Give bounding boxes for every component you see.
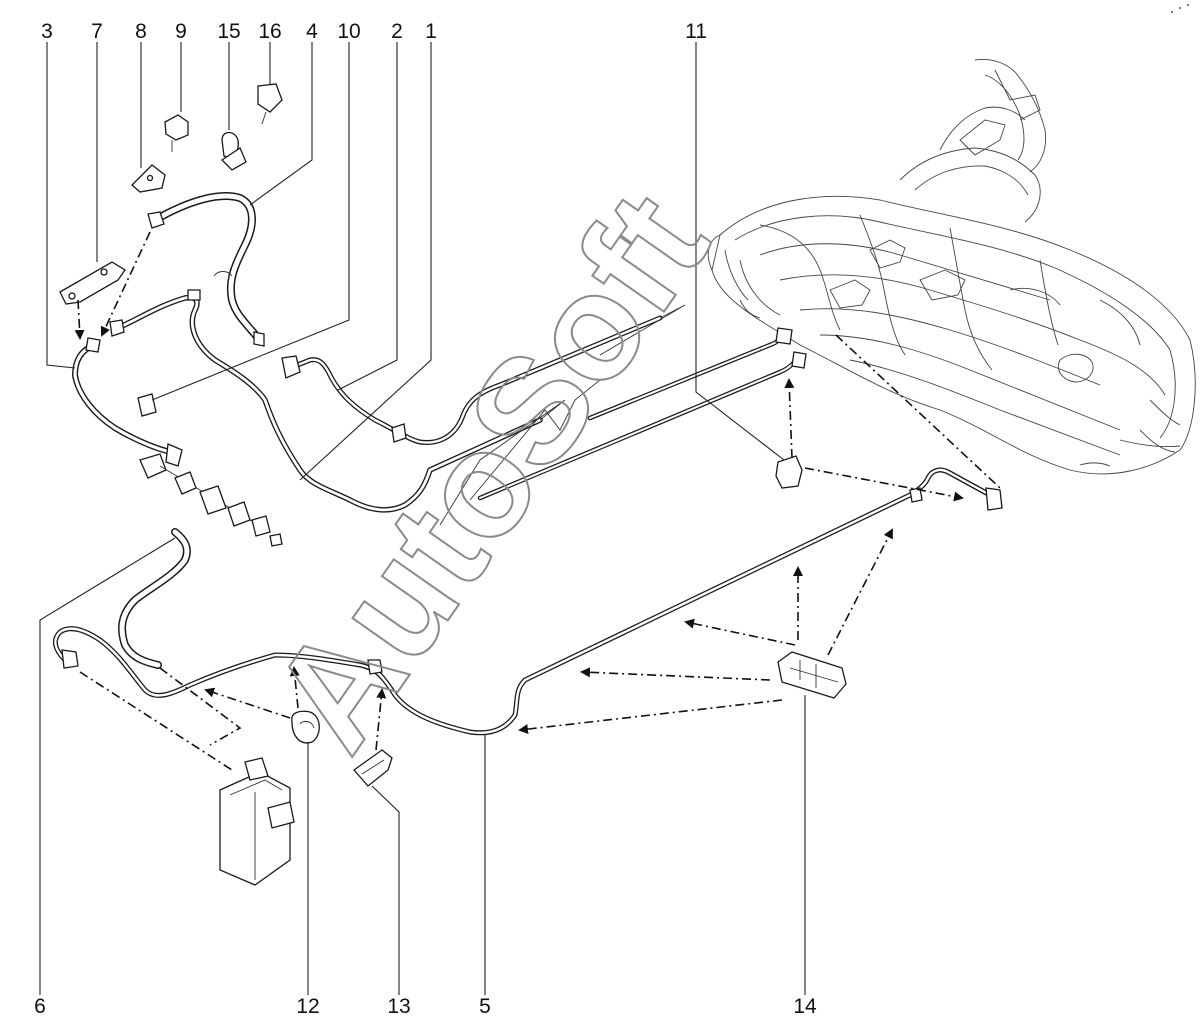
callout-1: 1 <box>425 20 437 43</box>
watermark: AutoSoft <box>238 162 741 779</box>
part-8-bracket <box>131 164 166 193</box>
pipe-break-symbols <box>439 304 686 526</box>
pipe-11 <box>477 327 807 501</box>
part-16-connector <box>257 83 283 125</box>
part-15-clip <box>220 131 247 171</box>
callout-3: 3 <box>41 20 53 43</box>
pipe-3 <box>72 337 183 467</box>
pipe-5 <box>52 467 1003 736</box>
callout-6: 6 <box>34 995 46 1018</box>
part-11-clip <box>775 455 803 489</box>
callout-11: 11 <box>685 20 707 43</box>
part-13-clip-block <box>353 749 393 787</box>
callout-13: 13 <box>387 995 410 1018</box>
part-7-bracket <box>59 261 126 305</box>
part-9-clip <box>164 114 189 152</box>
callout-15: 15 <box>217 20 240 43</box>
callout-9: 9 <box>175 20 187 43</box>
callout-16: 16 <box>258 20 281 43</box>
callout-5: 5 <box>479 995 491 1018</box>
part-14-clip-block <box>777 651 847 699</box>
assembly-arrows <box>74 231 1001 771</box>
part-10-connector <box>137 393 157 417</box>
corner-marks <box>1171 4 1189 13</box>
hose-6 <box>118 528 191 669</box>
part-12-grommet <box>291 710 320 744</box>
callout-12: 12 <box>296 995 319 1018</box>
callout-8: 8 <box>135 20 147 43</box>
callout-14: 14 <box>793 995 817 1018</box>
hose-4 <box>147 192 265 347</box>
pipe-1 <box>109 289 543 513</box>
watermark-text: AutoSoft <box>239 163 740 778</box>
pipe-2 <box>281 315 663 446</box>
leader-lines <box>39 42 806 995</box>
callout-10: 10 <box>337 20 360 43</box>
fuel-filter-assembly <box>139 453 283 547</box>
fuel-tank-outline <box>707 59 1196 475</box>
callout-labels: 3 7 8 9 15 16 4 10 2 1 11 6 12 13 5 14 <box>34 20 817 1018</box>
callout-4: 4 <box>306 20 318 43</box>
callout-2: 2 <box>391 20 403 43</box>
callout-7: 7 <box>91 20 103 43</box>
charcoal-canister <box>219 757 295 886</box>
